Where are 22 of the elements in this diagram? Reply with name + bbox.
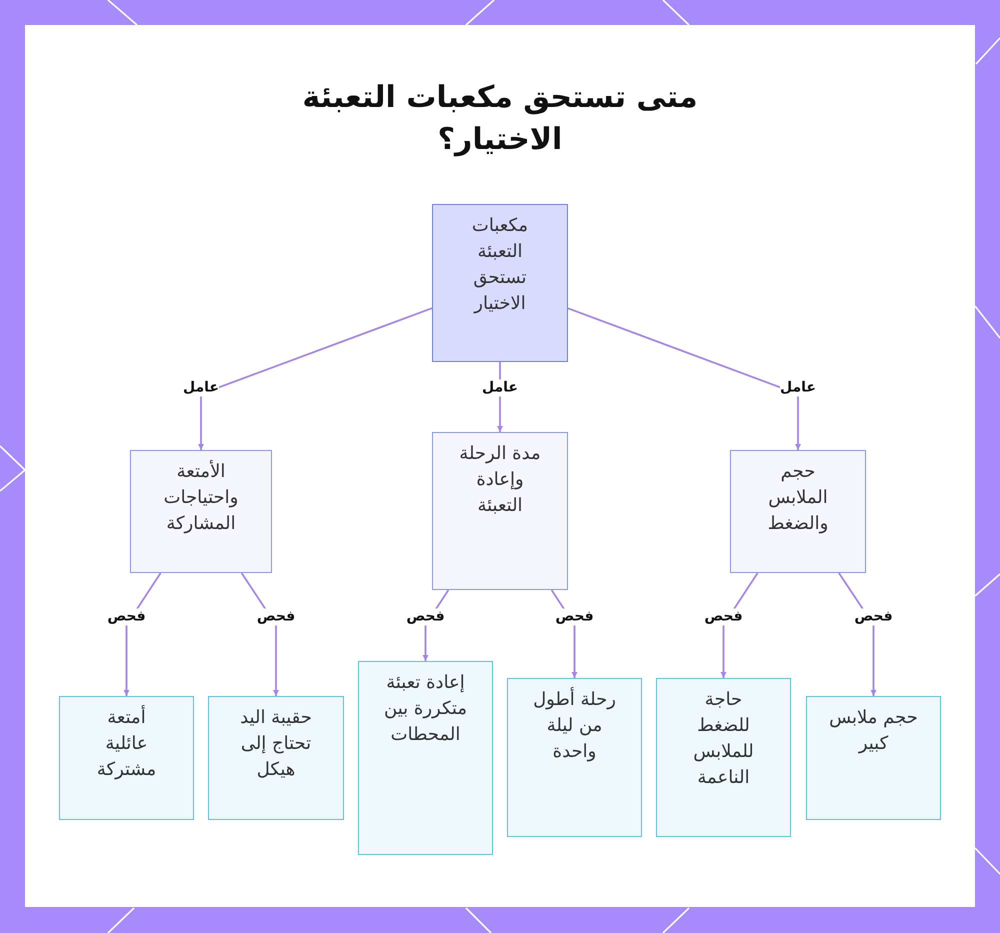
title: متى تستحق مكعبات التعبئة الاختيار؟ xyxy=(301,79,699,159)
edge-label: فحص xyxy=(256,608,296,626)
edge-label: فحص xyxy=(107,608,146,626)
process-box: حاجة للضغط للملابس الناعمة xyxy=(656,678,791,837)
edge-label: فحص xyxy=(704,608,743,626)
edge-label: فحص xyxy=(854,608,893,626)
process-box: مكعبات التعبئة تستحق الاختيار xyxy=(432,204,568,362)
process-box: إعادة تعبئة متكررة بين المحطات xyxy=(358,661,493,855)
edge-label: فحص xyxy=(555,608,594,626)
process-box: رحلة أطول من ليلة واحدة xyxy=(507,678,642,837)
edge-label: عامل xyxy=(482,380,518,396)
connector-line xyxy=(568,307,801,450)
process-box: مدة الرحلة وإعادة التعبئة xyxy=(432,432,568,590)
edge-label: عامل xyxy=(780,380,816,396)
process-box: حقيبة اليد تحتاج إلى هيكل xyxy=(208,696,344,820)
edge-label: فحص xyxy=(406,608,445,626)
process-box: حجم الملابس والضغط xyxy=(730,450,866,573)
connector-line xyxy=(198,307,432,450)
process-box: أمتعة عائلية مشتركة xyxy=(59,696,194,820)
edge-label: عامل xyxy=(183,380,219,396)
process-box: الأمتعة واحتياجات المشاركة xyxy=(130,450,272,573)
process-box: حجم ملابس كبير xyxy=(806,696,941,820)
